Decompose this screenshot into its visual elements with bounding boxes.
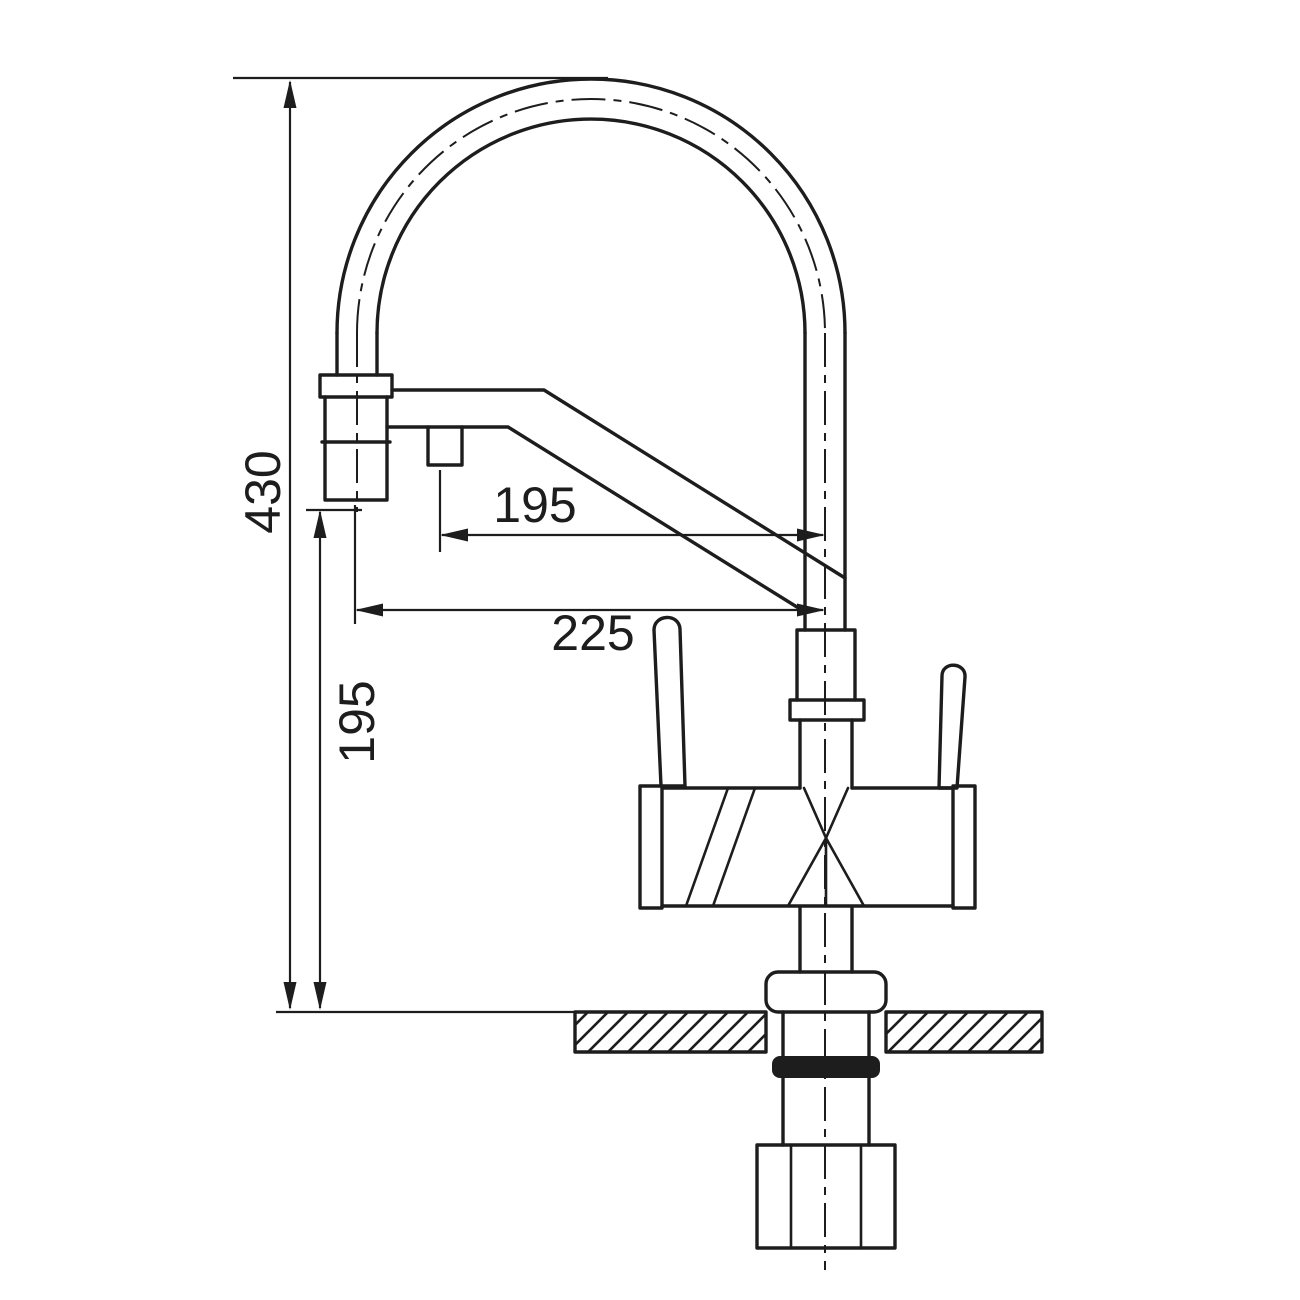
shank-through-hole <box>781 1010 871 1058</box>
arc-outer <box>335 77 847 335</box>
arrow-225-left <box>355 603 383 617</box>
label-spout-reach: 195 <box>493 477 576 533</box>
body-collar <box>788 698 866 722</box>
aerator <box>426 425 464 467</box>
spray-body <box>320 395 392 502</box>
dimension-arrows <box>283 80 825 1010</box>
arrow-195h-right <box>797 528 825 542</box>
spray-head <box>318 373 394 502</box>
label-overall-height: 430 <box>235 450 291 533</box>
left-handle-lever <box>652 615 687 788</box>
arc-right-limb <box>803 331 847 632</box>
right-handle-lever <box>937 663 967 790</box>
mounting-nut-facets <box>789 1143 863 1250</box>
dimension-lines <box>233 76 823 1014</box>
counter-outline <box>573 1010 1044 1054</box>
left-arm-cap <box>638 784 664 910</box>
arrow-430-top <box>283 80 297 108</box>
spout <box>385 388 847 614</box>
mounting-shank <box>781 1076 871 1147</box>
mounting-hardware <box>755 1056 897 1250</box>
body-chamfer-detail <box>786 786 866 908</box>
label-base-height: 195 <box>329 680 385 763</box>
centerline-arc <box>356 98 826 334</box>
body-upper <box>795 628 857 702</box>
arc-left-limb <box>335 331 379 377</box>
arrow-195h-left <box>440 528 468 542</box>
spout-bottom-line <box>385 425 807 614</box>
left-handle <box>652 615 687 788</box>
faucet-outline <box>318 77 1044 1250</box>
spray-collar <box>318 373 394 399</box>
counter-hatch-right <box>886 1012 1042 1052</box>
faucet-body <box>638 628 977 1014</box>
left-arm-detail <box>684 786 757 908</box>
arc-inner <box>375 117 807 335</box>
label-overall-reach: 225 <box>551 605 634 661</box>
rubber-washer <box>772 1056 880 1078</box>
body-middle <box>798 718 854 790</box>
counter-hatch-left <box>575 1012 766 1052</box>
centerlines <box>356 98 826 1270</box>
right-arm-cap <box>951 784 977 910</box>
arrow-195v-top <box>313 510 327 538</box>
arrow-195v-bottom <box>313 982 327 1010</box>
spout-arc <box>335 77 847 632</box>
spout-top-line <box>390 388 847 580</box>
countertop <box>573 1010 1044 1058</box>
arrow-225-right <box>797 603 825 617</box>
body-lower <box>798 906 854 974</box>
mounting-nut <box>755 1143 897 1250</box>
dimension-labels: 430 195 195 225 <box>235 450 635 763</box>
base-flange <box>764 970 888 1014</box>
arrow-430-bottom <box>283 982 297 1010</box>
right-handle <box>937 663 967 790</box>
